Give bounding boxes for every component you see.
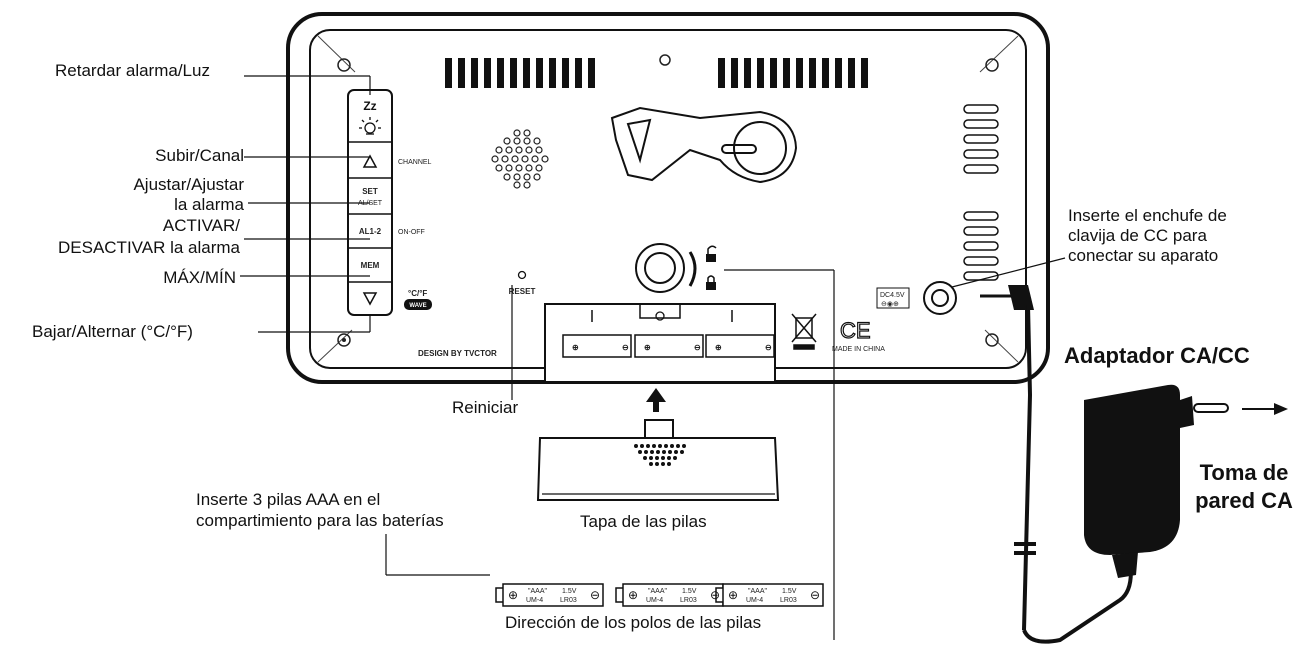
battery-1-voltage: 1.5V (562, 588, 577, 595)
label-wall-outlet-2: pared CA (1195, 488, 1293, 513)
battery-cover (536, 419, 780, 501)
label-battery-cover: Tapa de las pilas (580, 512, 707, 531)
label-alarm-onoff-1: ACTIVAR/ (162, 216, 240, 235)
svg-text:Zz: Zz (363, 99, 376, 113)
speaker-grille (491, 129, 549, 189)
label-wall-outlet-1: Toma de (1199, 460, 1289, 485)
label-set-alarm-1: Ajustar/Ajustar (133, 175, 244, 194)
lock-icon (706, 275, 716, 290)
loose-batteries: ⊕ ⊖ ⊕ ⊖ ⊕ ⊖ "AAA" 1.5V UM-4 LR03 "AAA" 1… (495, 583, 824, 607)
made-in-marking: MADE IN CHINA (832, 346, 885, 353)
battery-2-um: UM-4 (646, 597, 663, 604)
screw-icon (659, 54, 671, 66)
design-marking: DESIGN BY TVCTOR (418, 349, 497, 358)
label-dc-plug-2: clavija de CC para (1068, 226, 1207, 245)
label-down-toggle: Bajar/Alternar (°C/°F) (32, 322, 193, 341)
svg-text:⊕: ⊕ (628, 588, 638, 602)
battery-1-um: UM-4 (526, 597, 543, 604)
battery-2-type: "AAA" (648, 588, 667, 595)
wave-marking: WAVE (409, 303, 426, 309)
label-reset: Reiniciar (452, 398, 519, 417)
svg-text:⊖: ⊖ (590, 588, 600, 602)
battery-3-voltage: 1.5V (782, 588, 797, 595)
screw-icon (985, 333, 999, 347)
unlock-icon (706, 245, 717, 262)
label-set-alarm-2: la alarma (174, 195, 244, 214)
screw-icon (985, 58, 999, 72)
ce-marking: CE (840, 318, 871, 343)
label-up-channel: Subir/Canal (155, 146, 244, 165)
btn-al-marking: AL1-2 (359, 227, 382, 236)
down-arrow-icon (362, 292, 378, 306)
svg-text:⊕: ⊕ (644, 343, 651, 352)
label-dc-plug-3: conectar su aparato (1068, 246, 1219, 265)
svg-text:⊕: ⊕ (508, 588, 518, 602)
svg-text:⊕: ⊕ (728, 588, 738, 602)
device-back-shell (286, 12, 1050, 384)
battery-1-lr: LR03 (560, 597, 577, 604)
btn-set-marking: SET (362, 187, 378, 196)
lock-knob (635, 243, 717, 293)
battery-compartment: ⊕ ⊖ ⊕ ⊖ ⊕ ⊖ (544, 303, 776, 383)
battery-2-lr: LR03 (680, 597, 697, 604)
battery-3-um: UM-4 (746, 597, 763, 604)
label-alarm-onoff-2: DESACTIVAR la alarma (57, 238, 240, 257)
channel-marking: CHANNEL (398, 159, 432, 166)
dc-plug (980, 285, 1133, 644)
screw-icon (337, 333, 351, 347)
label-dc-plug-1: Inserte el enchufe de (1068, 206, 1227, 225)
wall-hanger (610, 106, 798, 184)
btn-al-set-marking: AL/SET (358, 200, 383, 207)
reset-marking: RESET (509, 287, 536, 296)
on-off-marking: ON-OFF (398, 229, 425, 236)
svg-text:⊕: ⊕ (715, 343, 722, 352)
adapter (1084, 384, 1229, 578)
battery-3-type: "AAA" (748, 588, 767, 595)
temp-unit-marking: °C/°F (408, 289, 427, 298)
recycle-bin-icon (791, 313, 817, 350)
btn-mem-marking: MEM (361, 261, 380, 270)
svg-text:⊖: ⊖ (810, 588, 820, 602)
label-insert-batteries-1: Inserte 3 pilas AAA en el (196, 490, 381, 509)
label-insert-batteries-2: compartimiento para las baterías (196, 511, 444, 530)
label-polarity: Dirección de los polos de las pilas (505, 613, 762, 632)
label-adapter: Adaptador CA/CC (1064, 343, 1250, 368)
svg-text:⊖: ⊖ (765, 343, 772, 352)
screw-icon (337, 58, 351, 72)
light-icon (359, 117, 381, 135)
svg-text:⊕: ⊕ (572, 343, 579, 352)
label-snooze-light: Retardar alarma/Luz (55, 61, 210, 80)
battery-3-lr: LR03 (780, 597, 797, 604)
svg-text:⊖: ⊖ (622, 343, 629, 352)
side-vents (963, 104, 999, 281)
up-arrow-icon (362, 154, 378, 168)
reset-hole (517, 270, 527, 280)
top-vents (445, 58, 868, 88)
label-max-min: MÁX/MÍN (163, 268, 236, 287)
svg-text:⊖◉⊕: ⊖◉⊕ (881, 301, 899, 308)
battery-2-voltage: 1.5V (682, 588, 697, 595)
right-arrow-icon (1242, 403, 1288, 415)
dc-jack (923, 281, 957, 315)
dc-marking: DC4.5V (880, 292, 905, 299)
svg-text:⊖: ⊖ (710, 588, 720, 602)
leader-lines (240, 75, 1066, 640)
svg-text:⊖: ⊖ (694, 343, 701, 352)
battery-1-type: "AAA" (528, 588, 547, 595)
up-arrow-icon (646, 388, 666, 412)
